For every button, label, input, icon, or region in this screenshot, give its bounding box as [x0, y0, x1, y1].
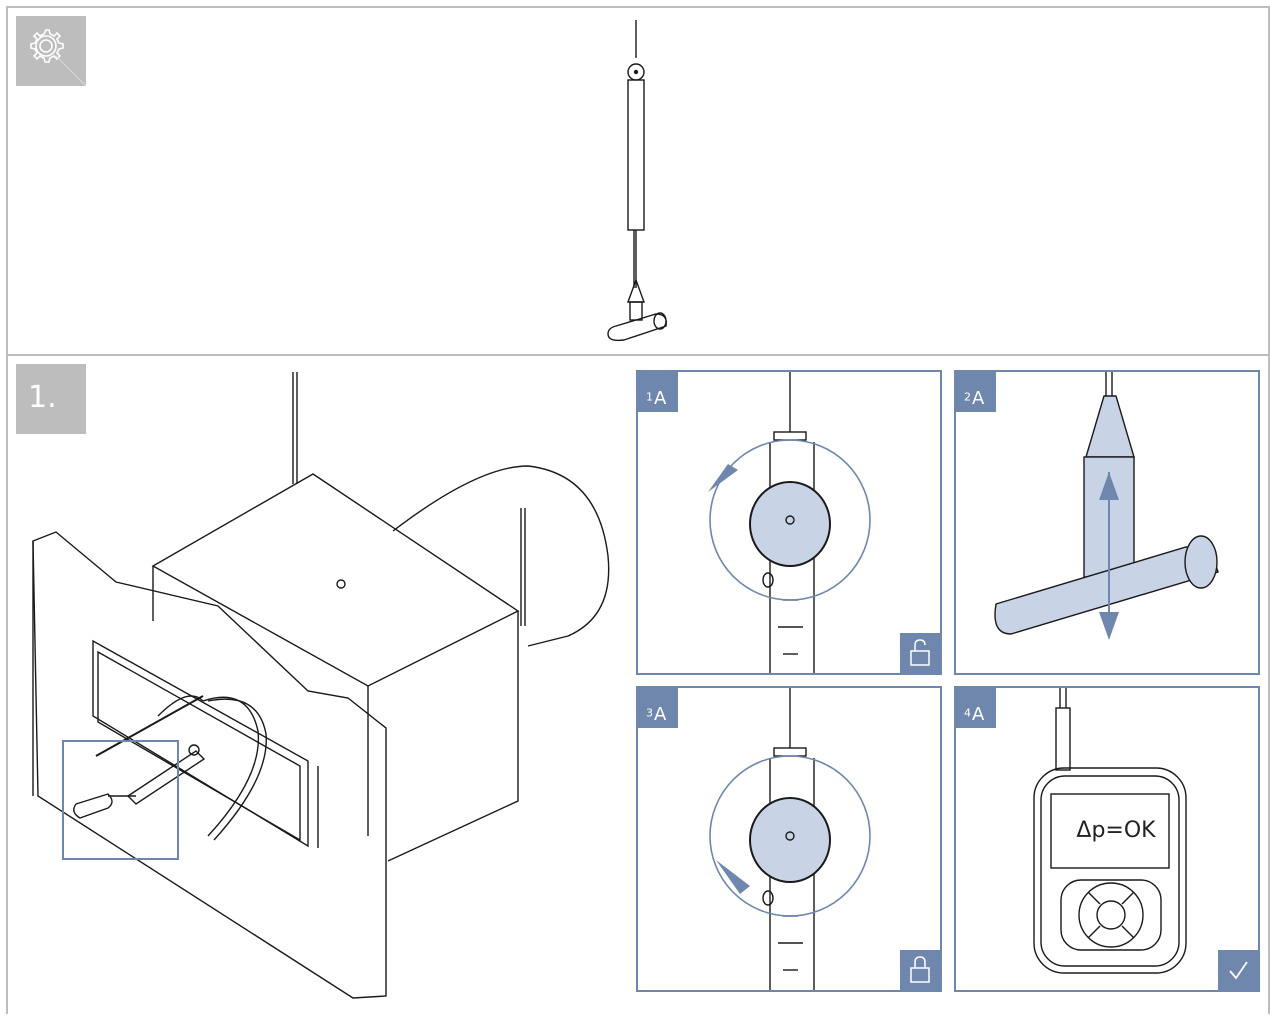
gear-icon	[30, 29, 86, 86]
tool-section	[6, 6, 1270, 356]
manometer-display: Δp=OK	[1076, 818, 1156, 843]
probe-drawing	[607, 20, 667, 342]
lock-icon	[900, 633, 940, 673]
step-tab: 1.	[16, 364, 86, 434]
duct-installation-drawing	[32, 372, 610, 999]
lock-icon	[900, 950, 940, 990]
settings-tab	[16, 16, 86, 86]
lock-knob-drawing	[709, 688, 871, 990]
detail-highlight	[62, 740, 179, 860]
step-number: 1.	[28, 380, 57, 415]
check-icon	[1218, 950, 1258, 990]
step-section: 1.	[6, 354, 1270, 1014]
unlock-knob-drawing	[708, 372, 871, 673]
probe-tip-drawing	[994, 372, 1219, 640]
manometer-drawing	[1033, 688, 1187, 974]
